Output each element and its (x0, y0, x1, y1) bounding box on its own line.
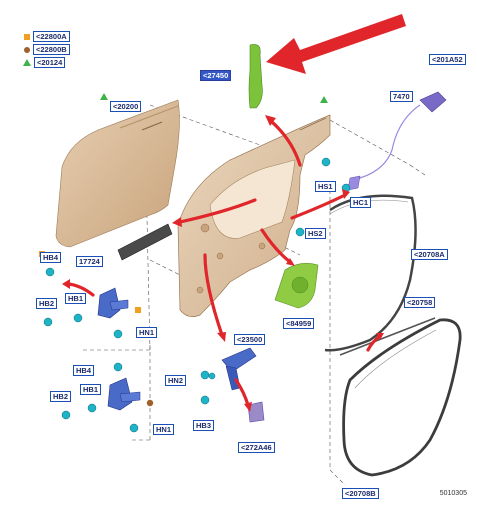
door-seal-a (324, 194, 417, 352)
red-arrow-heads (62, 115, 384, 412)
legend-item-circle: <22800B (24, 44, 70, 55)
red-arrows (66, 120, 382, 407)
upper-hinge (97, 287, 129, 319)
callout-hb4-top[interactable]: HB4 (40, 252, 62, 263)
belt-seal (339, 317, 436, 356)
callout-hs2[interactable]: HS2 (305, 228, 326, 239)
callout-hc1[interactable]: HC1 (350, 197, 372, 208)
fasteners (43, 157, 351, 433)
callout-23500[interactable]: <23500 (234, 334, 266, 345)
callout-hs1[interactable]: HS1 (315, 181, 336, 192)
callout-hb2-top[interactable]: HB2 (36, 298, 58, 309)
door-outer-panel (55, 99, 180, 248)
triangle-marker-icon (23, 59, 31, 66)
callout-27450[interactable]: <27450 (200, 70, 232, 81)
callout-201a52[interactable]: <201A52 (429, 54, 466, 65)
callout-84959[interactable]: <84959 (283, 318, 315, 329)
callout-17724[interactable]: 17724 (76, 256, 103, 267)
door-seal-b (342, 318, 462, 477)
callout-hb3[interactable]: HB3 (193, 420, 215, 431)
legend-item-triangle: <20124 (23, 57, 66, 68)
legend-label[interactable]: <22800A (33, 31, 70, 42)
legend-item-square: <22800A (24, 31, 70, 42)
door-check-strap (221, 347, 257, 391)
callout-hb4-bottom[interactable]: HB4 (73, 365, 95, 376)
door-inner-frame (177, 114, 331, 317)
callout-272a46[interactable]: <272A46 (238, 442, 275, 453)
square-marker-icon (24, 33, 30, 40)
legend-label[interactable]: <20124 (34, 57, 66, 68)
circle-marker-icon (24, 46, 30, 53)
window-run-channel (248, 44, 263, 109)
figure-number: 5010305 (439, 490, 467, 497)
lower-hinge (107, 377, 141, 411)
callout-20758[interactable]: <20758 (404, 297, 436, 308)
callout-7470[interactable]: 7470 (390, 91, 413, 102)
legend-label[interactable]: <22800B (33, 44, 70, 55)
trim-strip (117, 223, 173, 261)
callout-hb2-bottom[interactable]: HB2 (50, 391, 72, 402)
callout-hb1-top[interactable]: HB1 (65, 293, 87, 304)
callout-hn1-bottom[interactable]: HN1 (153, 424, 175, 435)
callout-20200[interactable]: <20200 (110, 101, 142, 112)
check-cover (247, 401, 265, 423)
callout-hn2[interactable]: HN2 (165, 375, 187, 386)
callout-hb1-bottom[interactable]: HB1 (80, 384, 102, 395)
callout-20708b[interactable]: <20708B (342, 488, 379, 499)
callout-hn1-top[interactable]: HN1 (136, 327, 158, 338)
latch-cable (347, 91, 447, 191)
speaker-bracket (274, 263, 319, 309)
callout-20708a[interactable]: <20708A (411, 249, 448, 260)
highlight-arrow (266, 14, 406, 74)
